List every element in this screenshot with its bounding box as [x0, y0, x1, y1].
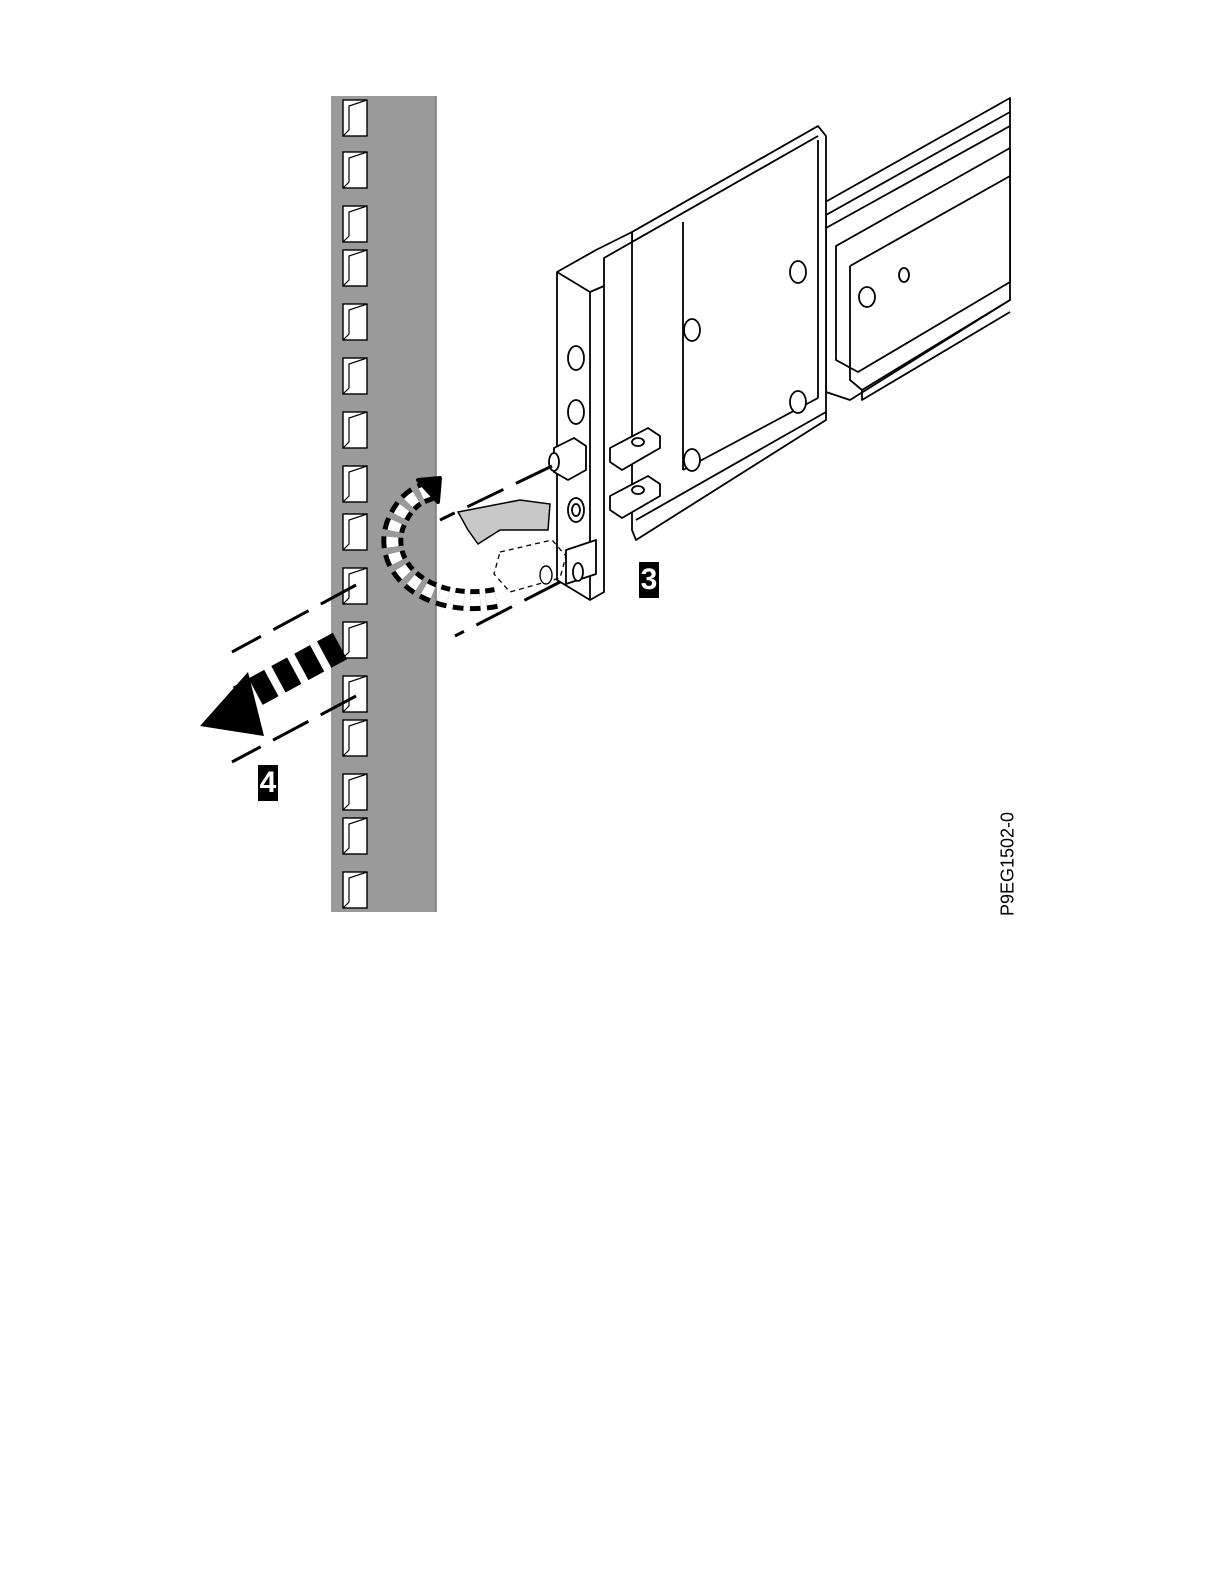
- figure-id: P9EG1502-0: [998, 812, 1019, 916]
- rack-hole: [343, 304, 367, 340]
- rack-hole: [343, 358, 367, 394]
- rack-hole: [343, 466, 367, 502]
- rack-hole: [343, 514, 367, 550]
- rack-hole: [343, 206, 367, 242]
- rack-hole: [343, 100, 367, 136]
- rail-flange: [549, 232, 632, 600]
- rack-hole: [343, 152, 367, 188]
- rack-hole: [343, 622, 367, 658]
- rack-hole: [343, 872, 367, 908]
- rack-hole: [343, 774, 367, 810]
- slide-rail: [820, 98, 1010, 400]
- rack-hole: [343, 250, 367, 286]
- rack-hole: [343, 818, 367, 854]
- rack-hole: [343, 676, 367, 712]
- rack-hole: [343, 412, 367, 448]
- callout-3: 3: [639, 562, 659, 598]
- rail-bracket: [610, 126, 826, 540]
- pull-arrow: [200, 646, 340, 736]
- rail-latch: [458, 500, 566, 592]
- callout-4: 4: [258, 765, 278, 801]
- rack-hole: [343, 720, 367, 756]
